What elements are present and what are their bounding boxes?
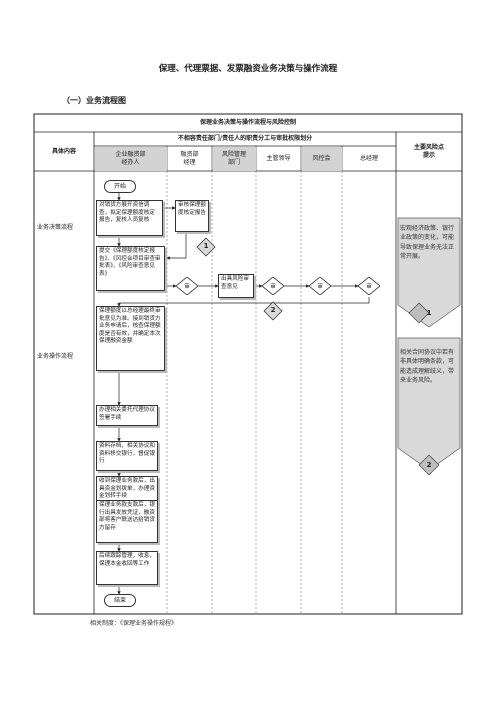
dept-header-gm: 总经理	[359, 154, 378, 162]
decision-diamond-finance-label: 审	[184, 284, 190, 290]
dept-header-risk-dept: 风险管理 部门	[212, 146, 256, 171]
flow-step-follow-up: 后续跟踪管理，收息，保理本金收回等工作	[96, 551, 158, 585]
decision-diamond-gm-label: 审	[366, 284, 372, 290]
table-main-title: 保理业务决策与操作流程与风险控制	[199, 119, 296, 127]
dept-header-risk-committee: 风控会	[301, 146, 342, 171]
row-label-operation: 业务操作流程	[37, 353, 74, 360]
decision-diamond-supervisor-label: 审	[270, 284, 276, 290]
flow-step-issue-voucher: 保理业务款支款后，银行出具发放凭证，融资部将客户联送达给销货方留存	[96, 500, 158, 543]
risk-marker-1-label: 1	[203, 242, 209, 250]
content-column-header: 具体内容	[51, 147, 76, 155]
decision-diamond-committee-label: 审	[317, 284, 323, 290]
flow-step-confirm-financing: 保理额度以总经理最终审批意见为准。接到销货方业务申请后，核查保理额度是否有效，并…	[96, 306, 165, 371]
flow-step-sign-agreement: 办理相关委托代理协议签署手续	[96, 405, 158, 426]
risk-point-2-number: 2	[426, 461, 432, 469]
risk-point-2: 相关合同协议中若有非具体明确条款，可能造成理解歧义，带来业务风险。	[400, 349, 455, 384]
flow-start: 开始	[104, 180, 136, 193]
risk-marker-triangle-1	[196, 237, 216, 257]
risk-point-1-number: 1	[426, 309, 432, 317]
dept-header-finance-manager: 融资部 经理	[180, 151, 199, 166]
decision-diamond-committee	[309, 277, 331, 295]
decision-diamond-gm	[358, 277, 380, 295]
risk-point-1: 宏观经济政策、银行业政策的变化，可能导致保理业务无法正常开展。	[400, 225, 455, 260]
decision-diamond-supervisor	[262, 277, 284, 295]
section-title: （一）业务流程图	[62, 96, 126, 105]
flow-end: 结束	[104, 594, 136, 607]
flow-step-risk-opinion: 出具风险审查意见	[218, 274, 254, 298]
page-title: 保理、代理票据、发票融资业务决策与操作流程	[158, 64, 338, 74]
dept-header-supervisor: 主管领导	[266, 154, 291, 162]
decision-diamond-finance	[176, 277, 198, 295]
flow-step-submit-reports: 提交《保理额度核定报告》、《风控会项目审查审批表》、《风险审查意见表》	[96, 246, 165, 291]
related-regulations: 相关制度：《保理业务操作规程》	[90, 620, 178, 627]
responsibility-header: 不相容责任部门/责任人的职责分工与审批权限划分	[177, 135, 313, 143]
flow-step-review-report: 审核保理额度核定报告	[175, 200, 209, 232]
risk-column-header: 主要风险点 提示	[413, 144, 444, 159]
risk-marker-2-label: 2	[270, 306, 276, 314]
flow-step-credit-investigation: 对销货方展开资信调查，拟定保理额度核定报告，复核人员复核	[96, 200, 163, 236]
risk-marker-triangle-2	[263, 301, 283, 321]
row-label-decision: 业务决策流程	[37, 224, 74, 231]
dept-header-manager: 企业融资部 经办人	[94, 146, 167, 171]
flow-step-archive-documents: 资料存档，相关协议和资料移交银行，督促银行	[96, 441, 158, 471]
